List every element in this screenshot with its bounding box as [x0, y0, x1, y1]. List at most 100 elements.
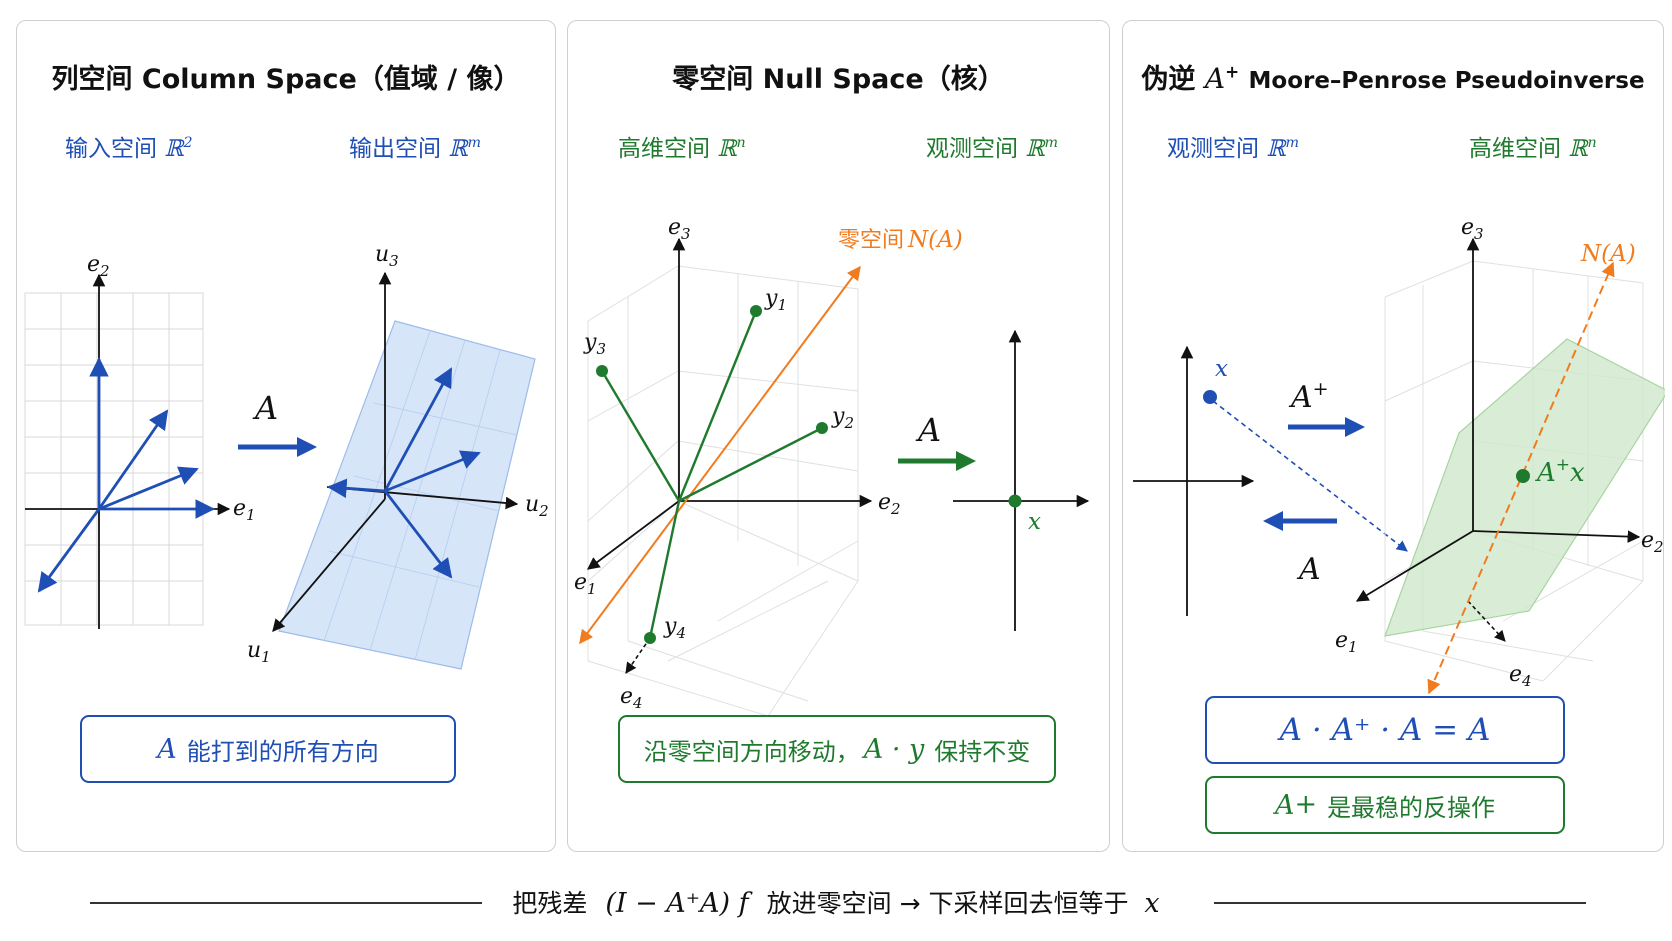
high-dim-symbol: ℝ — [717, 136, 737, 162]
footer-text-1: 把残差 — [512, 889, 588, 918]
projected-label: A+x — [1535, 455, 1585, 488]
observation-label: 观测空间 ℝm — [926, 129, 1058, 163]
observation-symbol: ℝ — [1025, 136, 1045, 162]
y3-label: y3 — [583, 330, 606, 358]
point-y4 — [644, 632, 656, 644]
high-dim-label: 高维空间 ℝn — [1469, 129, 1597, 163]
map-label-a: A — [915, 411, 941, 449]
u1-label: u1 — [247, 638, 271, 666]
high-dim-exp: n — [736, 135, 746, 152]
column-space-panel: 列空间 Column Space（值域 / 像） 输入空间 ℝ2 输出空间 ℝm… — [16, 20, 556, 852]
observation-exp: m — [1285, 135, 1299, 152]
title-sup: + — [1225, 61, 1240, 82]
caption-math: A · y — [863, 733, 925, 765]
column-space-diagram: e1 e2 A u3 u2 u1 — [24, 242, 549, 670]
y1-label: y1 — [764, 286, 787, 314]
y2-label: y2 — [831, 404, 854, 432]
point-y3 — [596, 365, 608, 377]
high-dim-symbol: ℝ — [1568, 136, 1588, 162]
title-en: Null Space — [762, 64, 924, 95]
pseudoinverse-caption: A+ 是最稳的反操作 — [1205, 776, 1565, 834]
e2-label: e2 — [1641, 528, 1664, 556]
e4-label: e4 — [620, 684, 643, 712]
e3-label: e3 — [668, 215, 691, 243]
caption-text-2: 保持不变 — [934, 737, 1031, 766]
high-dim-exp: n — [1587, 135, 1597, 152]
e1-label: e1 — [574, 570, 597, 598]
u1-axis — [272, 498, 386, 632]
footer-text: 把残差 (I − A⁺A) f 放进零空间 → 下采样回去恒等于 x — [0, 884, 1672, 920]
e2-label: e2 — [878, 490, 901, 518]
u2-label: u2 — [525, 492, 549, 520]
high-dim-label: 高维空间 ℝn — [618, 129, 746, 163]
footer-math-1: (I − A⁺A) f — [605, 888, 749, 919]
title-en: Column Space — [141, 64, 357, 95]
e1-axis — [586, 500, 680, 570]
title-paren: （核） — [923, 64, 1005, 95]
null-space-math: N(A) — [907, 227, 963, 253]
input-space-exp: 2 — [183, 135, 193, 152]
caption-text-1: 沿零空间方向移动， — [643, 737, 860, 766]
null-space-label: N(A) — [1580, 241, 1636, 267]
e1-label: e1 — [233, 496, 256, 524]
point-y1 — [750, 305, 762, 317]
title-cn: 伪逆 — [1141, 64, 1196, 95]
caption-text: 能打到的所有方向 — [186, 737, 379, 766]
pseudoinverse-panel: 伪逆 A+ Moore–Penrose Pseudoinverse 观测空间 ℝ… — [1122, 20, 1665, 852]
pseudoinverse-diagram: x A+ A e3 e2 e1 e4 N(A) — [1133, 215, 1665, 695]
caption-text: 是最稳的反操作 — [1327, 793, 1496, 822]
y4-label: y4 — [663, 614, 686, 642]
point-y2 — [816, 422, 828, 434]
output-space-label: 输出空间 ℝm — [349, 129, 481, 163]
observation-exp: m — [1044, 135, 1058, 152]
output-space-exp: m — [467, 135, 481, 152]
high-dim-text: 高维空间 — [1469, 136, 1561, 162]
image-point-label: x — [1028, 509, 1041, 535]
observation-text: 观测空间 — [926, 136, 1018, 162]
footer: 把残差 (I − A⁺A) f 放进零空间 → 下采样回去恒等于 x — [0, 880, 1672, 924]
input-space-text: 输入空间 — [65, 136, 157, 162]
mapping-dashed — [1212, 400, 1408, 552]
u3-label: u3 — [375, 242, 399, 270]
footer-divider-left — [90, 902, 482, 904]
null-space-line — [579, 265, 861, 645]
title-en: Moore–Penrose Pseudoinverse — [1248, 68, 1645, 94]
input-vectors — [37, 357, 215, 593]
input-space-label: 输入空间 ℝ2 — [65, 129, 193, 163]
null-vectors — [600, 310, 823, 639]
column-space-caption: A 能打到的所有方向 — [80, 715, 456, 783]
point-x-label: x — [1215, 356, 1228, 382]
input-grid — [24, 292, 204, 626]
e3-label: e3 — [1461, 215, 1484, 243]
null-space-title: 零空间 Null Space（核） — [568, 57, 1109, 96]
observation-symbol: ℝ — [1266, 136, 1286, 162]
pseudoinverse-identity-box: A · A⁺ · A = A — [1205, 696, 1565, 764]
forward-label: A+ — [1288, 378, 1329, 415]
title-cn: 零空间 — [672, 64, 754, 95]
null-space-line — [1427, 261, 1615, 695]
title-math: A — [1204, 62, 1226, 95]
backward-label: A — [1296, 552, 1321, 587]
observation-label: 观测空间 ℝm — [1167, 129, 1299, 163]
footer-text-2: 放进零空间 → 下采样回去恒等于 — [766, 889, 1129, 918]
footer-math-2: x — [1144, 888, 1160, 919]
3d-grid — [587, 265, 859, 717]
null-space-diagram: e3 e2 e1 e4 零空间 N(A) y1 y2 y3 y4 A x — [574, 215, 1090, 717]
row-space-plane — [1384, 338, 1665, 637]
input-space-symbol: ℝ — [164, 136, 184, 162]
output-space-symbol: ℝ — [448, 136, 468, 162]
e2-label: e2 — [87, 252, 110, 280]
null-space-label: 零空间 — [838, 228, 904, 253]
observation-text: 观测空间 — [1167, 136, 1259, 162]
pseudoinverse-title: 伪逆 A+ Moore–Penrose Pseudoinverse — [1123, 57, 1663, 96]
title-paren: （值域 / 像） — [356, 64, 521, 95]
null-space-caption: 沿零空间方向移动， A · y 保持不变 — [618, 715, 1056, 783]
caption-math: A — [157, 733, 177, 765]
high-dim-text: 高维空间 — [618, 136, 710, 162]
e4-axis — [625, 637, 651, 674]
null-space-panel: 零空间 Null Space（核） 高维空间 ℝn 观测空间 ℝm e3 e2 … — [567, 20, 1110, 852]
e4-label: e4 — [1509, 662, 1532, 690]
image-point-x — [1008, 494, 1022, 508]
projected-point — [1516, 469, 1530, 483]
column-space-title: 列空间 Column Space（值域 / 像） — [17, 57, 555, 96]
